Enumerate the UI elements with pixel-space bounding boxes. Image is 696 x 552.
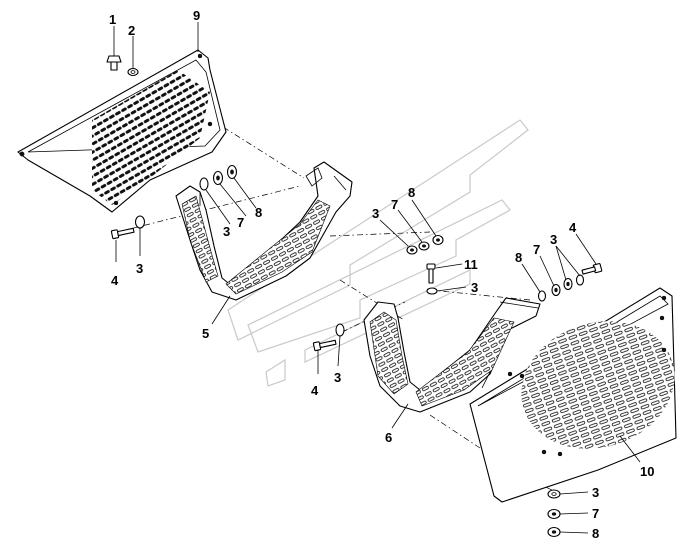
callout-5: 5	[202, 326, 209, 341]
bolt-4-right	[581, 263, 603, 275]
callout-8: 8	[408, 185, 415, 200]
cover-plate-9	[17, 49, 227, 213]
callout-7: 7	[391, 197, 398, 212]
washer-2	[127, 67, 139, 77]
callout-11: 11	[464, 257, 478, 272]
bolt-1	[106, 55, 122, 71]
callout-7: 7	[237, 215, 244, 230]
step-bracket-6	[363, 297, 541, 413]
callout-3: 3	[550, 232, 557, 247]
callout-8: 8	[592, 526, 599, 541]
callout-4: 4	[311, 383, 319, 398]
callout-7: 7	[533, 242, 540, 257]
callout-9: 9	[193, 8, 200, 23]
bolt-11	[426, 263, 436, 284]
washer-3-bottom	[335, 323, 345, 337]
callout-3: 3	[372, 206, 379, 221]
leader-lines	[113, 22, 641, 534]
callout-8: 8	[255, 205, 262, 220]
callout-1: 1	[109, 12, 116, 27]
callout-3: 3	[136, 261, 143, 276]
bolt-4-left	[110, 227, 135, 240]
callout-6: 6	[385, 430, 392, 445]
callouts: 1 2 9 4 3 3 7 8 5 3 7 8 11 3 8 7 3 4 4 3…	[109, 8, 654, 541]
washer-3-left	[134, 215, 146, 229]
watermark-shapes	[227, 119, 529, 387]
step-bracket-5	[175, 161, 353, 301]
callout-3: 3	[592, 485, 599, 500]
callout-3: 3	[334, 370, 341, 385]
callout-4: 4	[569, 220, 577, 235]
callout-3: 3	[223, 224, 230, 239]
callout-8: 8	[515, 250, 522, 265]
callout-10: 10	[640, 464, 654, 479]
callout-3: 3	[471, 280, 478, 295]
cover-plate-10	[469, 287, 680, 503]
callout-2: 2	[128, 23, 135, 38]
callout-7: 7	[592, 506, 599, 521]
washer-3-bolt-11	[426, 287, 438, 295]
callout-4: 4	[111, 273, 119, 288]
